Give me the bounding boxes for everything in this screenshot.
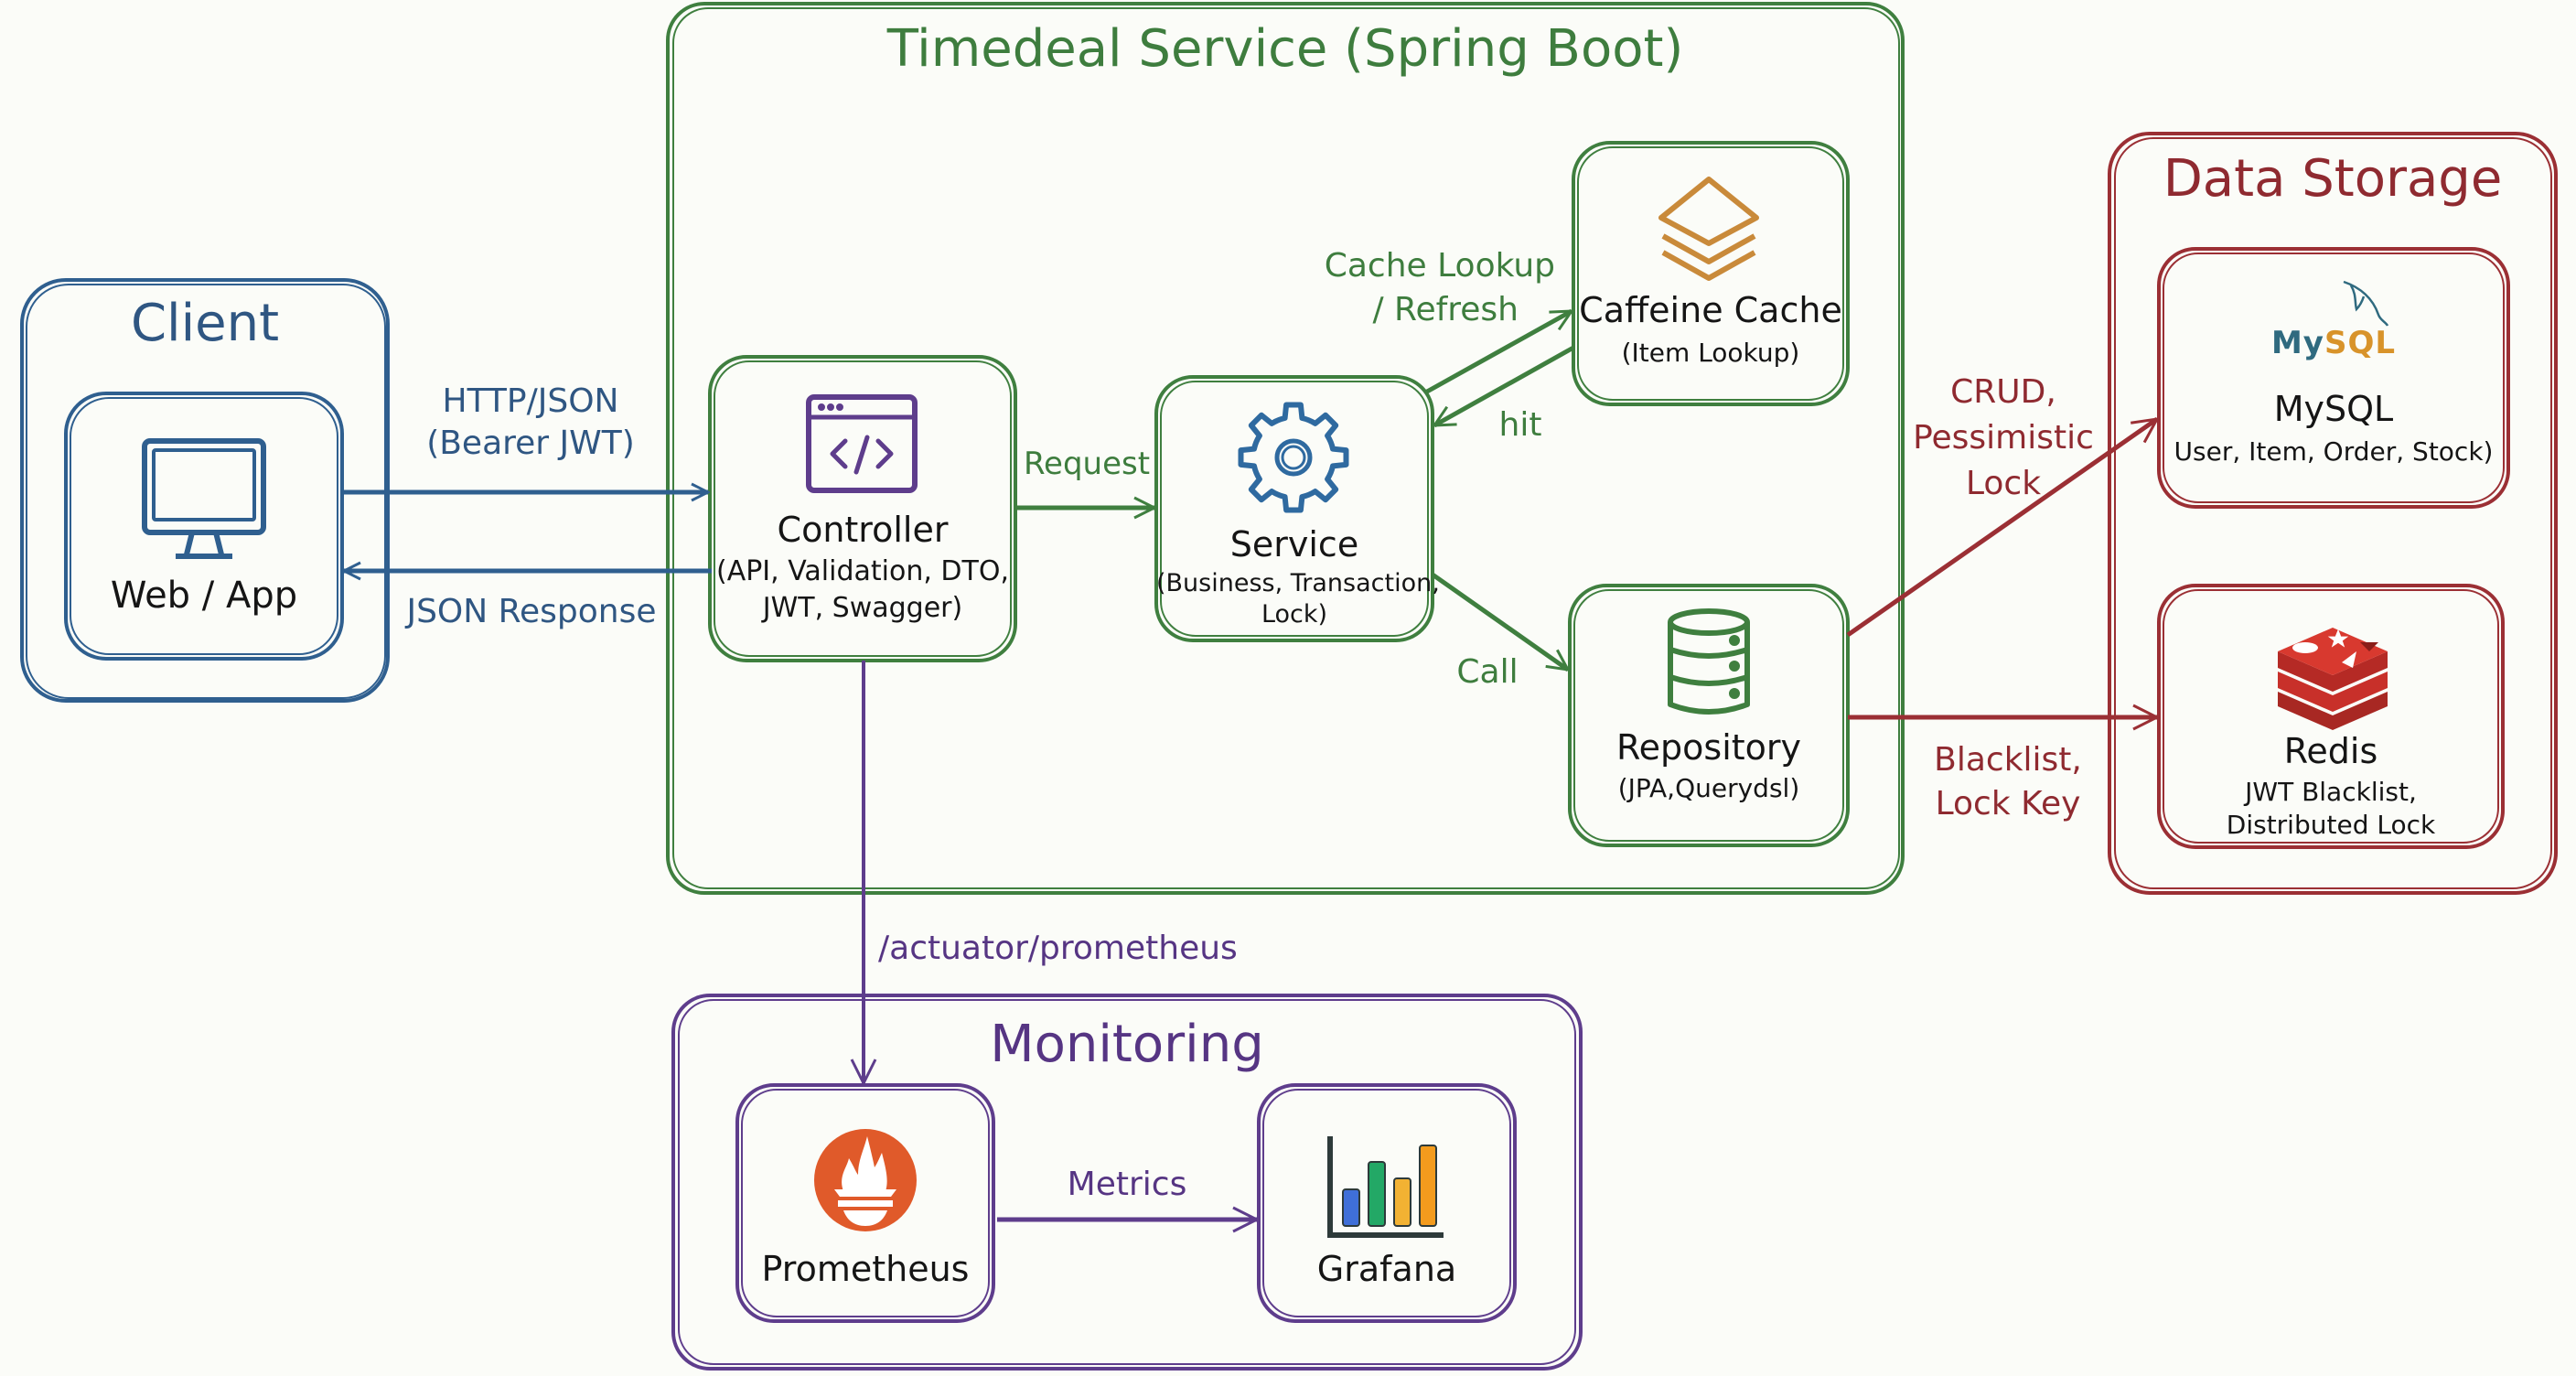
redis-node-border	[2157, 584, 2505, 849]
bar-chart-bar-2	[1368, 1161, 1386, 1227]
prometheus-node-border	[735, 1083, 995, 1323]
repository-node-subtitle: (JPA,Querydsl)	[1617, 773, 1800, 803]
monitoring-group-title: Monitoring	[990, 1015, 1264, 1074]
storage-group-title: Data Storage	[2163, 149, 2503, 209]
mysql-logo-text: MySQL	[2159, 325, 2508, 361]
edge-crud-arrow	[1846, 416, 2157, 638]
prometheus-logo-icon	[814, 1129, 917, 1231]
mysql-node-subtitle: User, Item, Order, Stock)	[2174, 436, 2494, 467]
edge-actuator-label: /actuator/prometheus	[878, 930, 1238, 967]
controller-node-subtitle-2: JWT, Swagger)	[762, 592, 963, 624]
redis-node-subtitle-1: JWT Blacklist,	[2245, 777, 2417, 807]
edge-json-response-label: JSON Response	[406, 593, 657, 630]
edge-cache-lookup-label-1: Cache Lookup	[1324, 247, 1555, 285]
redis-logo-icon	[2278, 628, 2388, 730]
edge-hit-label: hit	[1498, 406, 1542, 444]
repository-node-border	[1568, 584, 1850, 847]
controller-node-title: Controller	[777, 510, 949, 550]
mysql-node-title: MySQL	[2273, 389, 2394, 429]
storage-group-border	[2108, 132, 2558, 895]
database-icon	[1668, 608, 1750, 715]
edge-hit-arrow	[1434, 345, 1575, 428]
redis-node-subtitle-2: Distributed Lock	[2226, 810, 2436, 840]
cache-node-subtitle: (Item Lookup)	[1621, 338, 1800, 368]
bar-chart-bar-1	[1342, 1188, 1360, 1227]
mysql-logo-text-sql: SQL	[2324, 325, 2397, 361]
cache-node-title: Caffeine Cache	[1579, 290, 1842, 330]
edge-cache-lookup-label-2: / Refresh	[1372, 291, 1519, 328]
prometheus-node-title: Prometheus	[761, 1249, 970, 1289]
service-group-title: Timedeal Service (Spring Boot)	[886, 19, 1684, 79]
cache-node-border	[1572, 141, 1850, 406]
edge-call-arrow	[1431, 572, 1568, 672]
repository-node-title: Repository	[1615, 727, 1802, 768]
edge-cache-lookup-arrow	[1425, 308, 1572, 394]
web-app-node-border	[64, 392, 344, 661]
edge-crud-label-2: Pessimistic	[1913, 419, 2094, 457]
grafana-node-title: Grafana	[1316, 1249, 1457, 1289]
grafana-node-border	[1257, 1083, 1517, 1323]
client-group-title: Client	[130, 294, 280, 353]
edge-call-label: Call	[1456, 653, 1519, 691]
layers-icon	[1658, 177, 1759, 281]
gear-icon	[1238, 402, 1349, 513]
redis-node-title: Redis	[2283, 731, 2378, 771]
edge-metrics-label: Metrics	[1067, 1166, 1187, 1203]
service-node-border	[1154, 375, 1434, 642]
edge-request-label: Request	[1023, 446, 1151, 482]
mysql-logo-icon	[2343, 280, 2389, 327]
monitoring-group-border	[671, 994, 1583, 1371]
service-node-title: Service	[1229, 524, 1359, 564]
edge-crud-label-1: CRUD,	[1950, 373, 2056, 411]
bar-chart-bar-3	[1393, 1177, 1411, 1227]
edge-blacklist-label-1: Blacklist,	[1934, 741, 2082, 779]
monitor-icon	[142, 438, 266, 559]
edge-http-label-2: (Bearer JWT)	[426, 425, 635, 462]
mysql-node-border	[2157, 247, 2510, 509]
service-group-border	[666, 2, 1905, 895]
edge-http-label-1: HTTP/JSON	[442, 382, 619, 420]
bar-chart-icon	[1327, 1136, 1444, 1238]
mysql-logo-text-my: My	[2270, 325, 2324, 361]
edge-blacklist-label-2: Lock Key	[1935, 785, 2081, 822]
code-window-icon	[806, 394, 918, 493]
service-node-subtitle-2: Lock)	[1261, 600, 1328, 629]
bar-chart-bar-4	[1419, 1145, 1437, 1227]
service-node-subtitle-1: (Business, Transaction,	[1156, 569, 1440, 597]
edge-crud-label-3: Lock	[1965, 465, 2042, 502]
controller-node-subtitle-1: (API, Validation, DTO,	[715, 555, 1010, 587]
web-app-node-title: Web / App	[110, 575, 298, 617]
